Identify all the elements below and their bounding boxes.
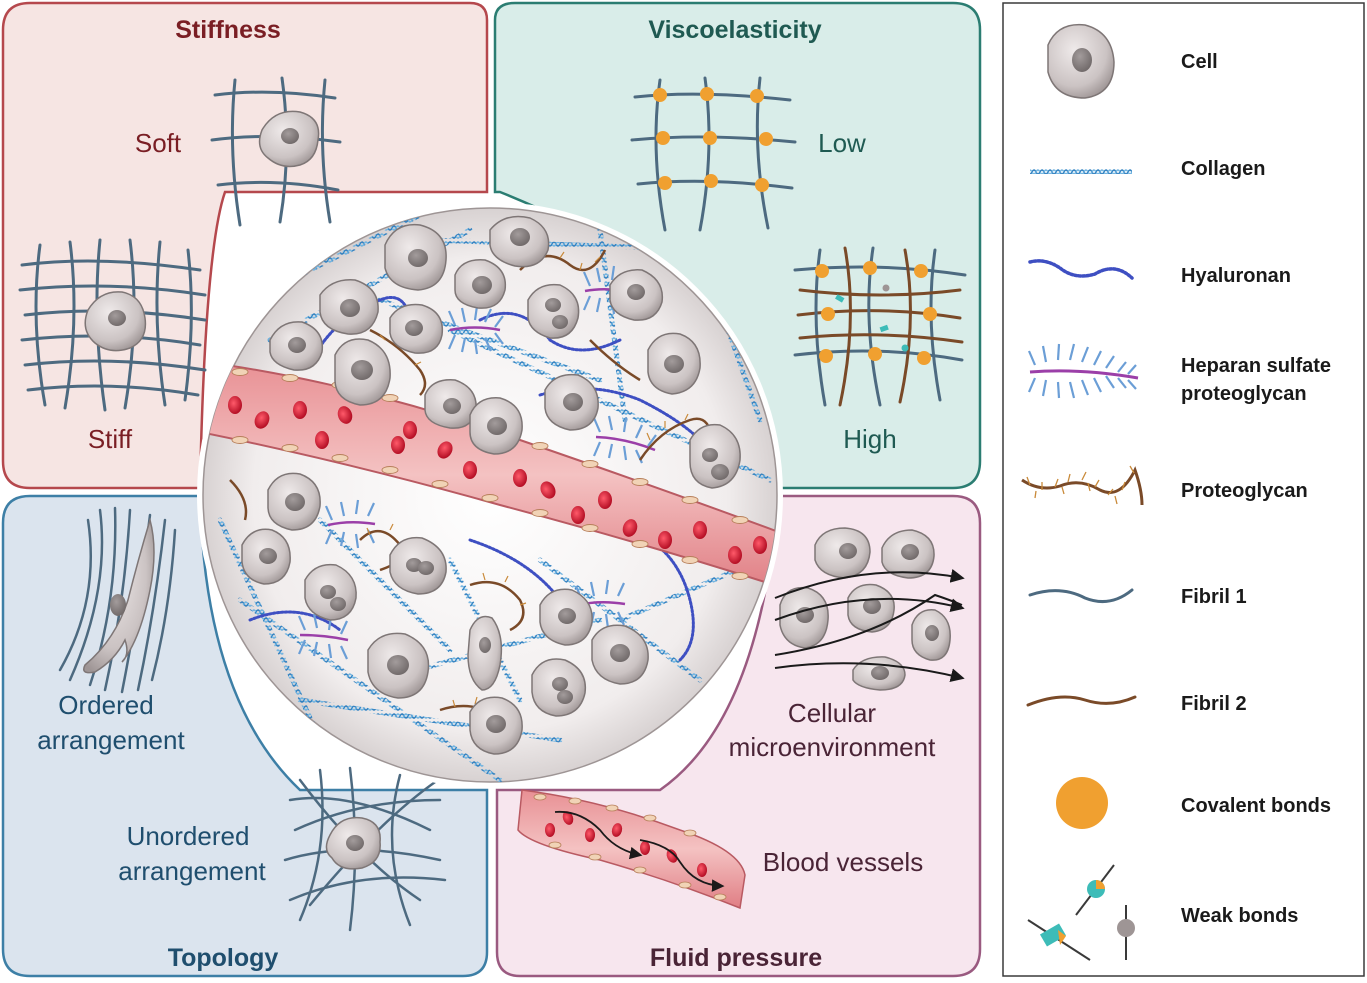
microenvironment-cells [241,215,741,755]
unordered-label-1: Unordered [127,821,250,851]
legend-fibril-1-icon [1028,588,1134,604]
ordered-label-1: Ordered [58,690,153,720]
cell-icon-soft [258,110,320,168]
cellular-label-1: Cellular [788,698,876,728]
covalent-bond-icon-high [815,261,937,365]
ordered-label-2: arrangement [37,725,185,755]
flow-arrows [774,568,965,683]
legend-label-heparan-sulfate: Heparan sulfate [1181,355,1331,377]
red-blood-cells [228,396,767,564]
stiffness-panel [1,1,489,490]
legend-proteoglycan-icon [1021,465,1144,506]
legend-cell-icon [1047,23,1115,99]
legend-heparan-sulfate-icon [1027,343,1139,399]
legend-label-collagen: Collagen [1181,158,1265,180]
legend-label-cell: Cell [1181,51,1218,73]
legend-fibril-2-icon [1026,695,1137,707]
legend-label-fibril-1: Fibril 1 [1181,586,1247,608]
cellular-microenvironment-circle [197,202,783,788]
high-label: High [843,424,896,454]
low-label: Low [818,128,866,158]
legend-label-weak-bonds: Weak bonds [1181,905,1298,927]
covalent-bond-icon-low [653,87,773,192]
legend-label-fibril-2: Fibril 2 [1181,693,1247,715]
stiffness-title: Stiffness [175,16,281,44]
legend-label-covalent-bonds: Covalent bonds [1181,795,1331,817]
legend-label-hyaluronan: Hyaluronan [1181,265,1291,287]
cell-icon-unordered [325,816,381,870]
weak-bond-icon-high [835,284,909,352]
legend-hyaluronan-icon [1028,259,1134,280]
legend-label-heparan-proteoglycan: proteoglycan [1181,383,1307,405]
fluid-pressure-title: Fluid pressure [650,944,822,972]
unordered-label-2: arrangement [118,856,266,886]
blood-vessels-label: Blood vessels [763,847,923,877]
soft-label: Soft [135,128,182,158]
cell-icon-stiff [84,291,147,352]
viscoelasticity-title: Viscoelasticity [648,16,821,44]
legend-label-proteoglycan: Proteoglycan [1181,480,1308,502]
cellular-label-2: microenvironment [729,732,936,762]
topology-title: Topology [168,944,279,972]
cell-icon-ordered [83,517,155,674]
stiff-label: Stiff [88,424,133,454]
fluid-cells [779,527,951,691]
legend-covalent-bond-icon [1056,777,1108,829]
blood-vessel-small [517,789,746,910]
legend-weak-bond-icon [1027,864,1135,961]
